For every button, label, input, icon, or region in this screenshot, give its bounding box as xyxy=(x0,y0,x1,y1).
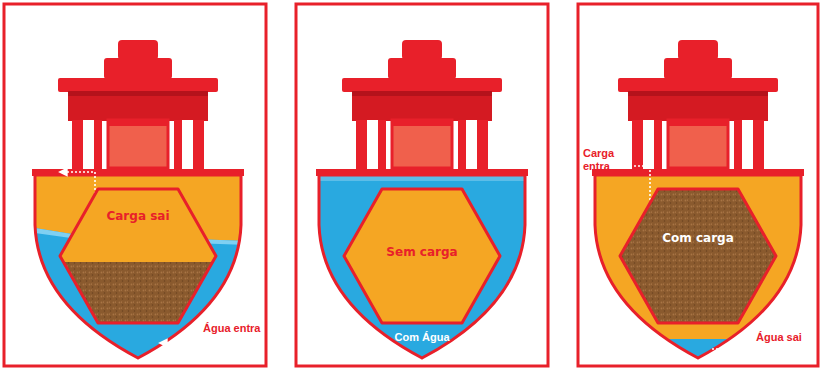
hexagon-shape xyxy=(618,187,778,325)
hexagon-shape xyxy=(58,187,218,325)
callout-label: Água entra xyxy=(203,322,260,335)
ship xyxy=(312,40,532,363)
cargo-hold: Sem carga xyxy=(342,187,502,325)
hold-label: Com carga xyxy=(618,231,778,245)
ship xyxy=(28,40,248,365)
callout-label: Carga entra xyxy=(583,147,629,173)
callout-label: Água sai xyxy=(756,331,802,344)
panel-frame xyxy=(296,4,548,366)
hold-label: Sem carga xyxy=(342,245,502,259)
cargo-hold: Carga sai xyxy=(58,187,218,325)
ship xyxy=(588,40,808,369)
hold-label: Carga sai xyxy=(58,209,218,223)
panel-frame xyxy=(578,4,818,366)
panel-frame xyxy=(4,4,266,366)
flow-arrow xyxy=(160,342,197,344)
cargo-hold: Com carga xyxy=(618,187,778,325)
callout-label: Com Água xyxy=(395,331,450,344)
flow-arrow xyxy=(712,348,750,350)
